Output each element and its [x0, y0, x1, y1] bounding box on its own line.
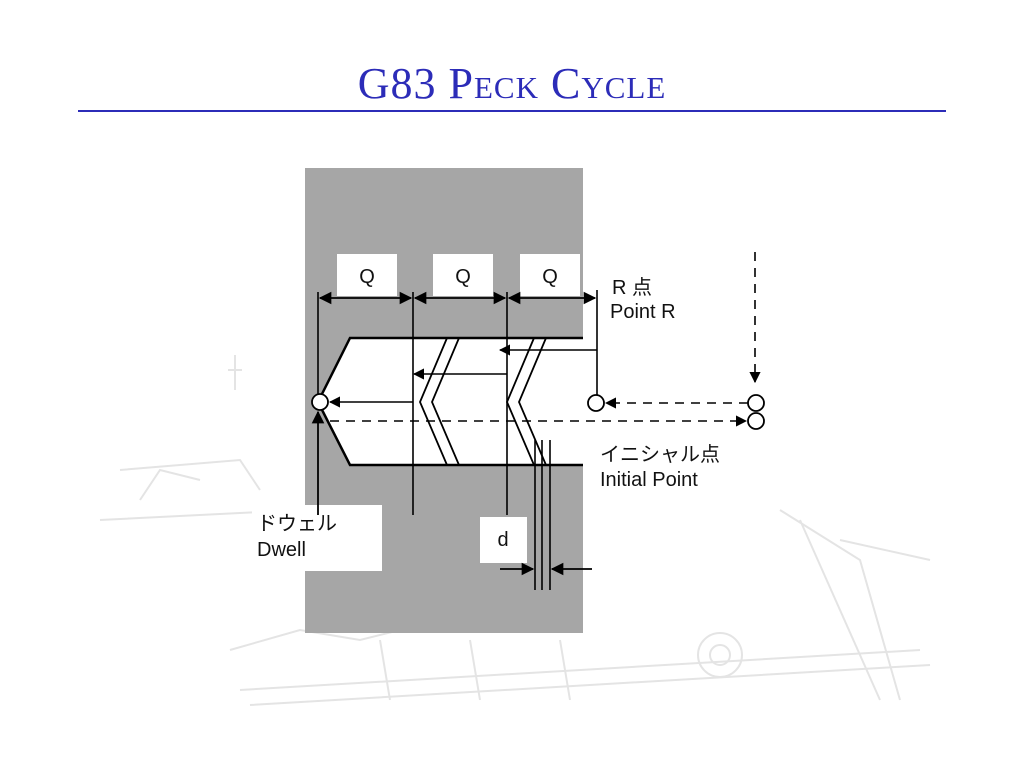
initial-point-label-jp: イニシャル点	[600, 443, 720, 466]
cycle-points	[311, 393, 765, 430]
point-r-label-jp: R 点	[612, 276, 652, 299]
point-r-marker	[587, 394, 605, 412]
q-label-boxes	[337, 254, 580, 296]
dwell-label-jp: ドウェル	[257, 513, 337, 535]
slide-title: G83 Peck Cycle	[357, 59, 667, 108]
reference-lines	[317, 290, 598, 590]
peck-stage-lines	[419, 337, 547, 466]
point-r-label-en: Point R	[610, 301, 676, 323]
dwell-point	[311, 393, 329, 411]
d-label: d	[497, 529, 508, 551]
dwell-label-box	[252, 505, 382, 571]
q-label-1: Q	[359, 266, 375, 288]
q-label-3: Q	[542, 266, 558, 288]
title-underline	[78, 110, 946, 112]
dwell-label-en: Dwell	[257, 539, 306, 561]
initial-point-marker-bottom	[747, 412, 765, 430]
q-label-2: Q	[455, 266, 471, 288]
initial-point-marker-top	[747, 394, 765, 412]
rapid-traverse-arrows	[330, 252, 761, 427]
background-watermark	[99, 355, 931, 706]
d-label-box	[480, 517, 527, 563]
cutting-feed-arrows	[328, 344, 597, 408]
initial-point-label-en: Initial Point	[600, 469, 698, 491]
